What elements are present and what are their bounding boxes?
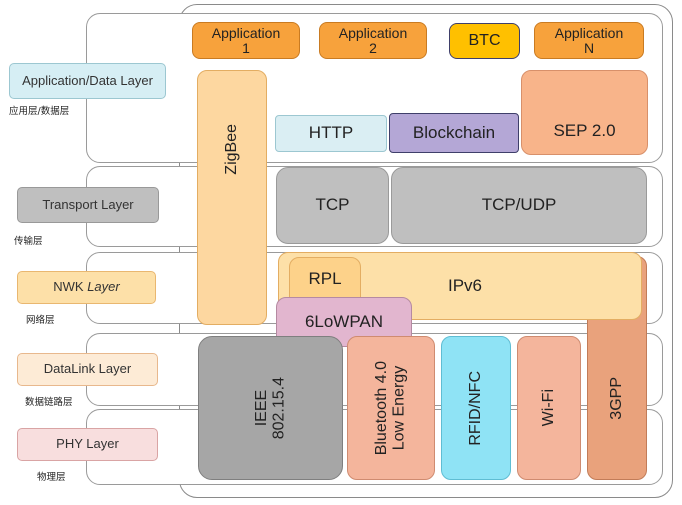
wifi-label: Wi-Fi	[540, 389, 558, 427]
zigbee-label: ZigBee	[223, 124, 241, 175]
sep-box: SEP 2.0	[521, 70, 648, 155]
layer-zh-phy: 物理层	[37, 472, 66, 483]
layer-zh-nwk: 网络层	[26, 315, 55, 326]
layer-label-datalink: DataLink Layer	[17, 353, 158, 386]
zigbee-box: ZigBee	[197, 70, 267, 325]
tcp-udp-box: TCP/UDP	[391, 167, 647, 244]
rfid-nfc-label: RFID/NFC	[467, 370, 485, 446]
rfid-nfc-box: RFID/NFC	[441, 336, 511, 480]
layer-zh-transport: 传输层	[14, 236, 43, 247]
btc-box: BTC	[449, 23, 520, 59]
layer-zh-datalink: 数据链路层	[25, 397, 73, 408]
app-box-1: Application 1	[192, 22, 300, 59]
wifi-box: Wi-Fi	[517, 336, 581, 480]
app-box-2: Application 2	[319, 22, 427, 59]
ieee-802154-box: IEEE 802.15.4	[198, 336, 343, 480]
layer-label-phy: PHY Layer	[17, 428, 158, 461]
ieee-802154-label: IEEE 802.15.4	[252, 376, 288, 440]
3gpp-label: 3GPP	[608, 376, 626, 420]
layer-label-nwk-text: NWK Layer	[53, 279, 120, 295]
layer-label-application: Application/Data Layer	[9, 63, 166, 99]
bluetooth-le-label: Bluetooth 4.0 Low Energy	[373, 360, 408, 456]
http-box: HTTP	[275, 115, 387, 152]
stack-frame	[179, 4, 673, 498]
layer-label-transport: Transport Layer	[17, 187, 159, 223]
blockchain-box: Blockchain	[389, 113, 519, 153]
layer-label-nwk: NWK Layer	[17, 271, 156, 304]
tcp-box: TCP	[276, 167, 389, 244]
app-box-n: Application N	[534, 22, 644, 59]
bluetooth-le-box: Bluetooth 4.0 Low Energy	[347, 336, 435, 480]
layer-zh-application: 应用层/数据层	[9, 106, 70, 117]
